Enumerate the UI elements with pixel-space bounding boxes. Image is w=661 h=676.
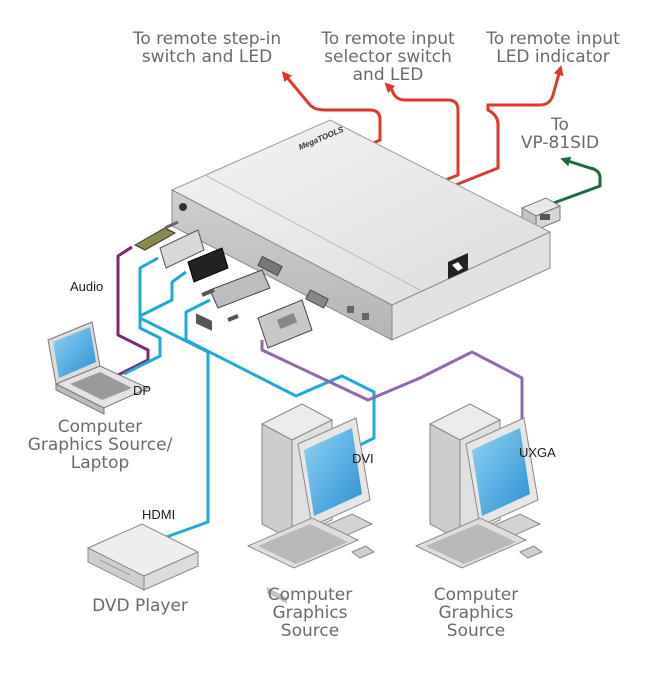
pc-right [414, 403, 543, 569]
remote-stepin-line [281, 71, 382, 152]
device-side [391, 231, 551, 341]
audio-cable [111, 245, 150, 380]
tag-dvi: DVI [352, 451, 374, 466]
vp81sid-line [539, 156, 602, 210]
remote-selector-line [384, 82, 460, 187]
tag-audio: Audio [70, 279, 104, 294]
kramer-logo [448, 253, 468, 279]
hdmi-cable [138, 256, 210, 542]
label-remote-led-indicator: To remote input LED indicator [486, 29, 620, 67]
label-cgs-right: Computer Graphics Source [433, 585, 519, 641]
cables [111, 245, 524, 542]
label-laptop: Computer Graphics Source/ Laptop [27, 417, 173, 473]
front-ports [179, 203, 369, 331]
remote-control-lines [281, 65, 564, 192]
label-remote-stepin: To remote step-in switch and LED [132, 29, 282, 67]
uxga-cable [260, 340, 524, 440]
label-vp81sid: To VP-81SID [520, 115, 600, 153]
dvd-player [86, 523, 200, 591]
pc-center [246, 403, 375, 604]
tag-dp: DP [133, 383, 152, 398]
remote-led-line [442, 65, 564, 192]
connectors [133, 220, 313, 349]
laptop [47, 321, 150, 415]
vp81sid-module [520, 197, 562, 231]
label-remote-input-selector: To remote input selector switch and LED [321, 29, 455, 85]
tag-uxga: UXGA [519, 445, 556, 460]
dp-cable [123, 270, 187, 376]
dvi-cable [184, 298, 376, 452]
tag-hdmi: HDMI [142, 507, 176, 522]
label-cgs-center: Computer Graphics Source [267, 585, 353, 641]
megatools-device: MegaTOOLS [170, 119, 552, 341]
label-dvd-player: DVD Player [92, 596, 188, 616]
